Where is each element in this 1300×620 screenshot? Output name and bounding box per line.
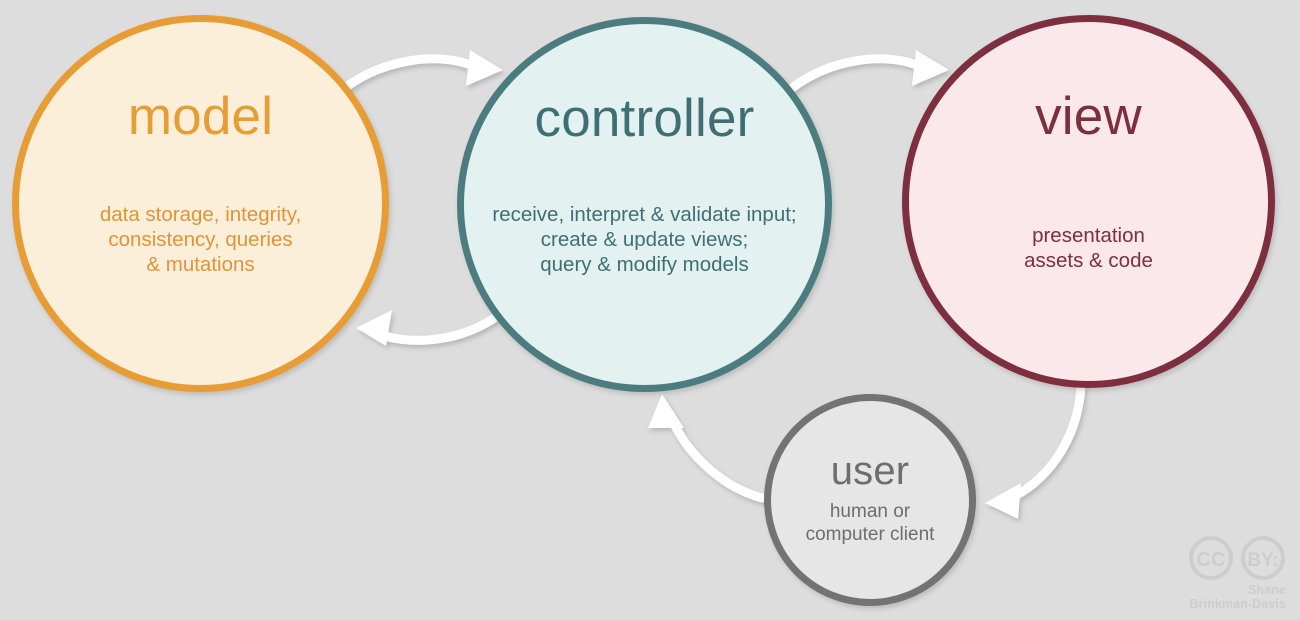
license-icons: CC BY: [1188, 535, 1286, 581]
arrow-controller-to-model [356, 309, 505, 346]
cc-label: CC [1197, 549, 1226, 571]
node-model-description: data storage, integrity,consistency, que… [99, 203, 302, 276]
node-view-title: view [1035, 87, 1142, 146]
by-label: BY: [1247, 550, 1278, 571]
license-attribution: Shane Brinkman-Davis [1189, 583, 1286, 613]
node-controller-title: controller [534, 89, 755, 148]
cc-by-icon: BY: [1241, 535, 1285, 580]
author-name-line1: Shane [1247, 582, 1286, 597]
node-controller-description: receive, interpret & validate input;crea… [492, 203, 797, 276]
creative-commons-icon: CC [1189, 535, 1233, 580]
node-user-title: user [830, 449, 910, 493]
arrow-user-to-controller [648, 394, 767, 503]
node-model-title: model [127, 87, 274, 146]
arrow-view-to-user [985, 381, 1086, 519]
license-badge[interactable]: CC BY: Shane Brinkman-Davis [1188, 535, 1286, 613]
arrow-model-to-controller [340, 50, 503, 93]
node-model[interactable]: model data storage, integrity,consistenc… [12, 15, 389, 392]
node-controller[interactable]: controller receive, interpret & validate… [457, 17, 832, 392]
arrow-controller-to-view [787, 50, 949, 93]
author-name-line2: Brinkman-Davis [1189, 597, 1286, 612]
